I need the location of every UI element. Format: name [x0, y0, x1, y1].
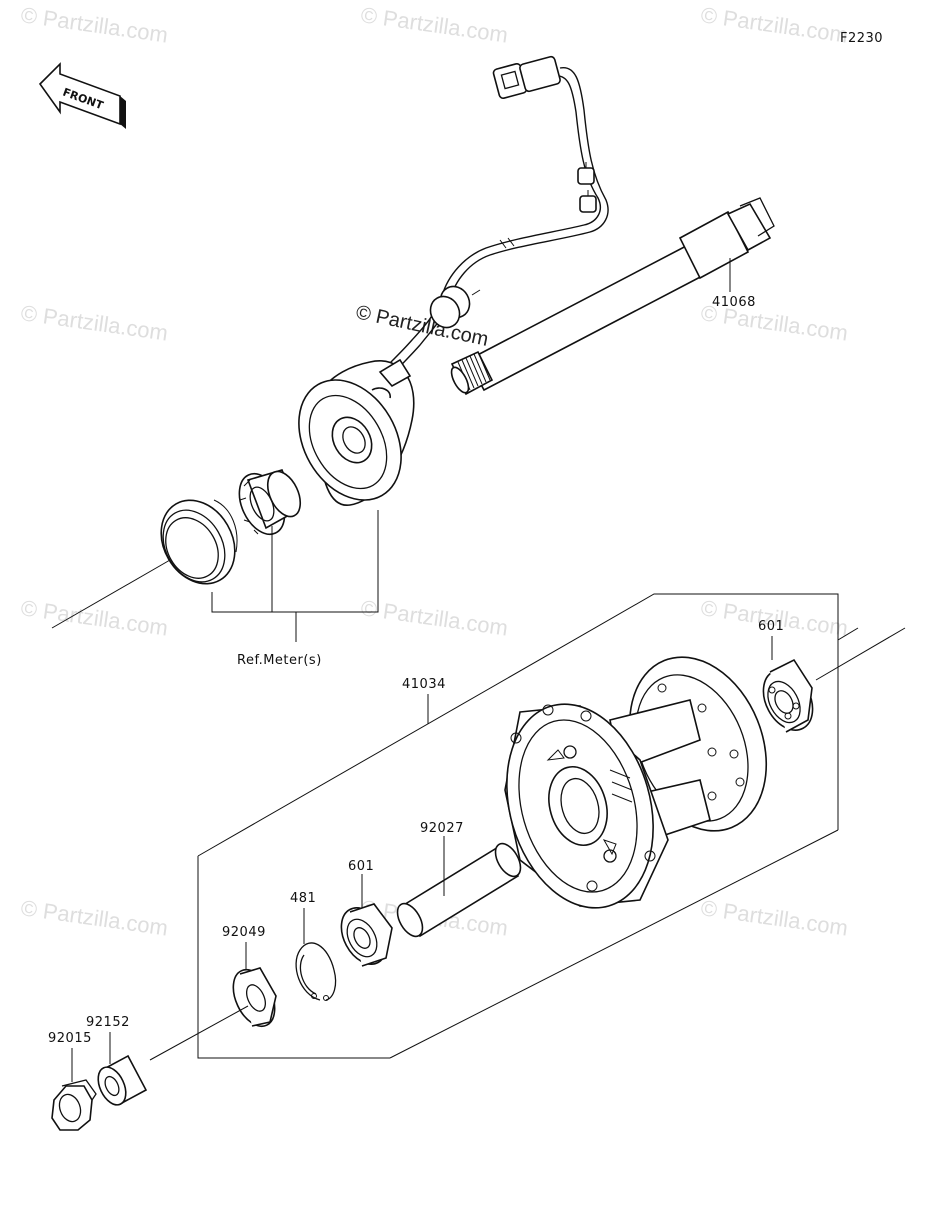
sensor-cable-icon: [371, 55, 609, 391]
hex-nut-icon: [51, 1079, 97, 1131]
center-watermark: © Partzilla.com: [354, 301, 490, 351]
watermark: © Partzilla.com: [359, 2, 509, 47]
bearing-right-icon: [762, 658, 814, 733]
front-arrow-icon: FRONT: [38, 62, 126, 129]
ref-meter-label: Ref.Meter(s): [237, 653, 322, 668]
collar-icon: [97, 1054, 148, 1106]
watermark: © Partzilla.com: [19, 595, 169, 640]
seal-ring-icon: [160, 499, 238, 585]
watermark: © Partzilla.com: [19, 300, 169, 345]
watermark: © Partzilla.com: [359, 595, 509, 640]
cable-clamp-icon: [577, 162, 597, 213]
part-label-601-left: 601: [348, 859, 374, 874]
part-label-92015: 92015: [48, 1031, 92, 1046]
part-label-92027: 92027: [420, 821, 464, 836]
spacer-tube-icon: [396, 842, 522, 938]
drive-gear-icon: [238, 469, 302, 536]
bearing-left-icon: [340, 903, 393, 967]
part-label-92152: 92152: [86, 1015, 130, 1030]
circlip-icon: [295, 942, 337, 1001]
part-label-601-right: 601: [758, 619, 784, 634]
hub-assembly-outline: [197, 593, 906, 1059]
axle-thread-icon: [450, 350, 494, 396]
watermark: © Partzilla.com: [699, 2, 849, 47]
wheel-hub-icon: [504, 656, 768, 909]
cable-connector-icon: [492, 55, 561, 100]
washer-icon: [232, 967, 277, 1028]
watermark: © Partzilla.com: [699, 895, 849, 940]
part-label-41034: 41034: [402, 677, 446, 692]
part-label-41068: 41068: [712, 295, 756, 310]
meter-housing-icon: [298, 358, 415, 506]
ref-meter-leaders: [51, 510, 379, 642]
figure-code: F2230: [840, 31, 883, 46]
part-label-92049: 92049: [222, 925, 266, 940]
watermark: © Partzilla.com: [19, 2, 169, 47]
watermark: © Partzilla.com: [19, 895, 169, 940]
cable-grommet-icon: [429, 285, 481, 329]
part-label-481: 481: [290, 891, 316, 906]
axle-icon: [450, 197, 775, 396]
